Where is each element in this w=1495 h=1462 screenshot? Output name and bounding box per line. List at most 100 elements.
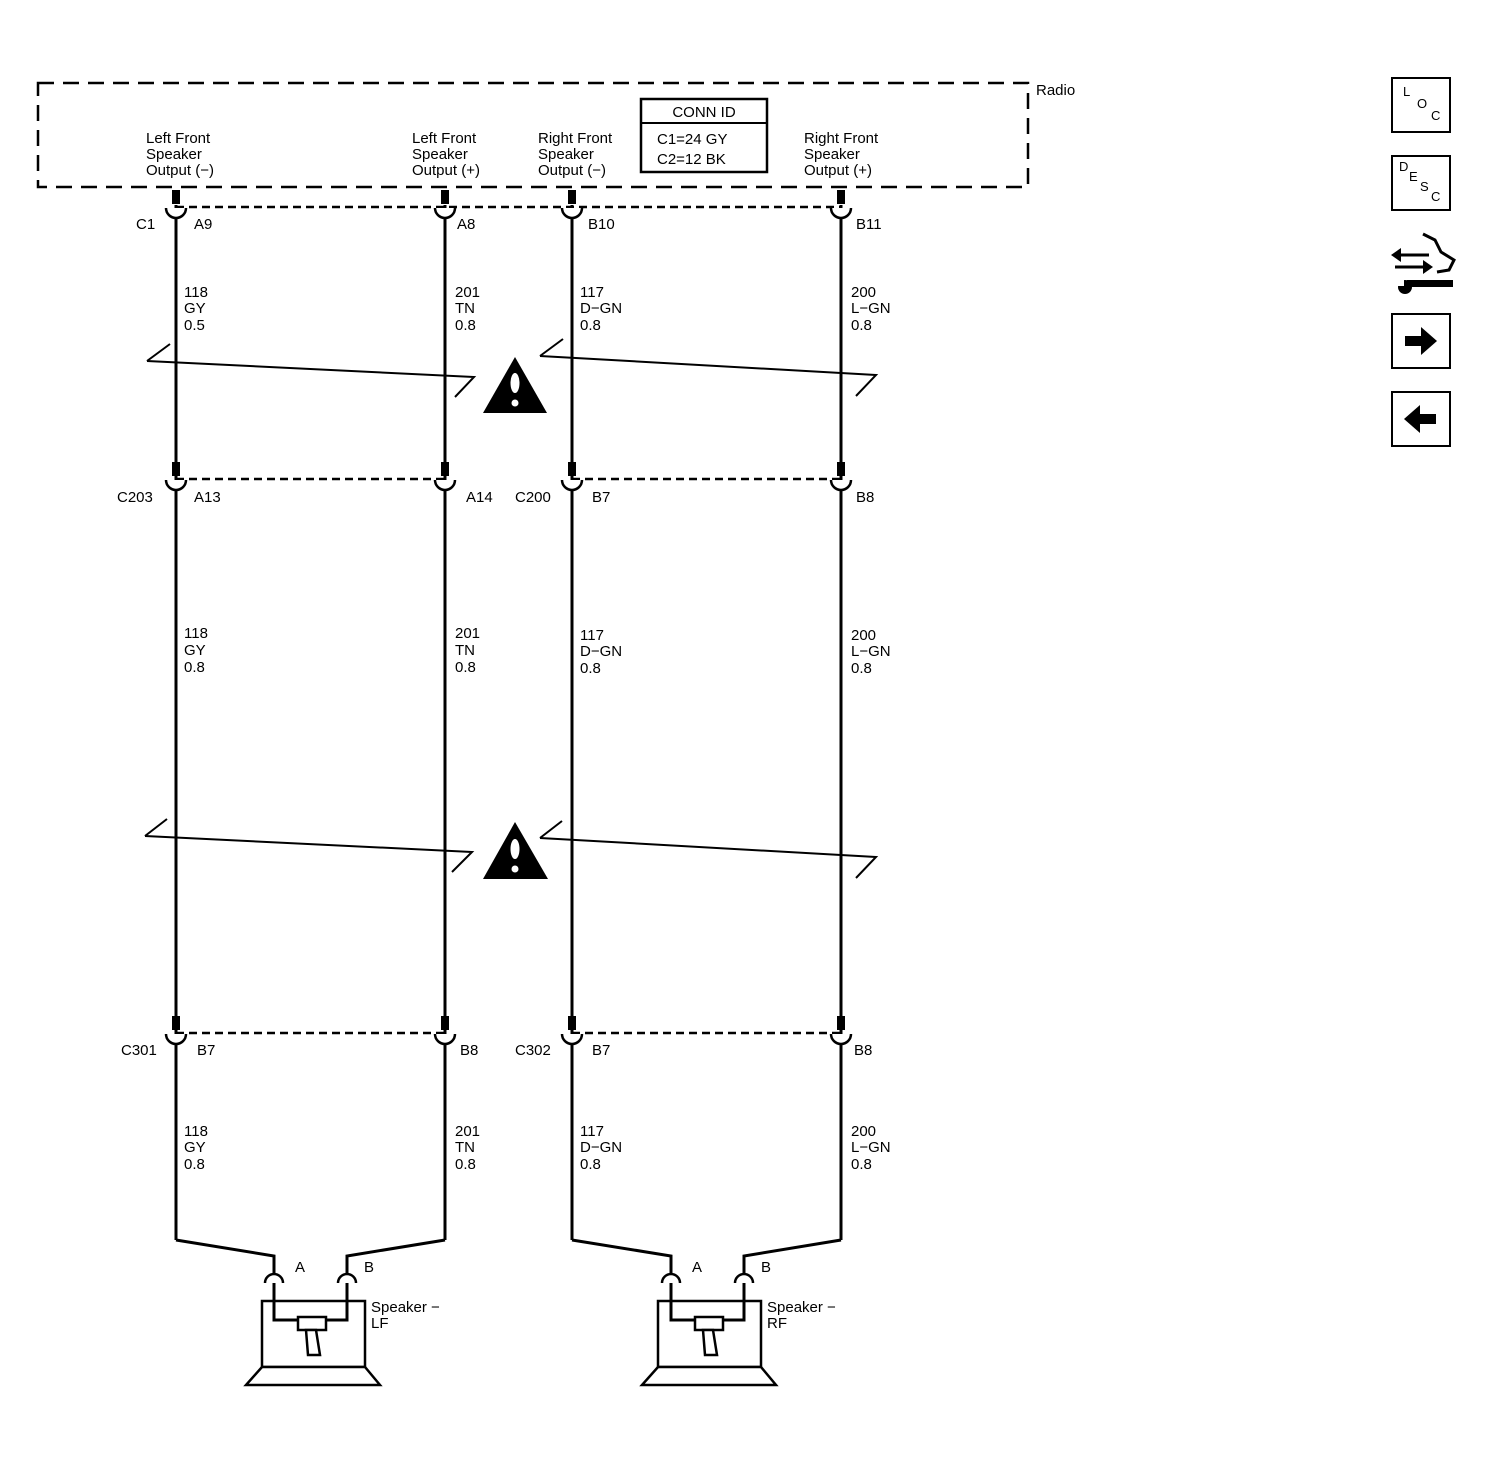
loc-button[interactable]: L O C — [1391, 77, 1451, 133]
svg-text:Speaker: Speaker — [804, 146, 860, 163]
speaker-pin-label: B — [761, 1259, 771, 1276]
pin-label: B7 — [592, 1042, 610, 1059]
svg-text:TN: TN — [455, 300, 475, 317]
connector-c301-c302: C301 B7 B8 C302 B7 B8 — [121, 1016, 872, 1059]
speaker-pin-label: A — [295, 1259, 305, 1276]
pin-label: B11 — [856, 216, 882, 233]
radio-output-rf-minus: Right Front Speaker Output (−) — [538, 130, 613, 179]
radio-output-rf-plus: Right Front Speaker Output (+) — [804, 130, 879, 179]
pin-label: A14 — [466, 489, 493, 506]
conn-id-row-1: C1=24 GY — [657, 131, 727, 148]
desc-button-label: E — [1409, 169, 1418, 184]
speaker-lf-label: Speaker − — [371, 1299, 440, 1316]
svg-text:200: 200 — [851, 284, 876, 301]
svg-text:118: 118 — [184, 284, 208, 301]
svg-text:TN: TN — [455, 1139, 475, 1156]
radio-label: Radio — [1036, 82, 1075, 99]
next-arrow-icon — [1405, 327, 1437, 355]
svg-text:0.8: 0.8 — [455, 659, 476, 676]
speaker-leads — [175, 1238, 842, 1300]
connector-c301-label: C301 — [121, 1042, 157, 1059]
svg-text:0.8: 0.8 — [580, 1156, 601, 1173]
loc-button-label: O — [1417, 96, 1428, 111]
desc-button[interactable]: D E S C — [1391, 155, 1451, 211]
prev-arrow-icon — [1404, 405, 1436, 433]
svg-text:Left Front: Left Front — [146, 130, 211, 147]
connector-c302-label: C302 — [515, 1042, 551, 1059]
twisted-pair-break-symbol — [144, 818, 879, 879]
connector-c203-label: C203 — [117, 489, 153, 506]
pin-label: A13 — [194, 489, 221, 506]
svg-text:200: 200 — [851, 1123, 876, 1140]
svg-text:Output (−): Output (−) — [538, 162, 606, 179]
svg-text:L−GN: L−GN — [851, 643, 891, 660]
connector-c203-c200: C203 A13 A14 C200 B7 B8 — [117, 462, 874, 506]
svg-text:D−GN: D−GN — [580, 300, 622, 317]
loc-button-label: L — [1403, 84, 1411, 99]
speaker-rf: A B Speaker − RF — [639, 1259, 836, 1387]
component-view-icon[interactable] — [1389, 230, 1457, 296]
svg-text:TN: TN — [455, 642, 475, 659]
svg-text:GY: GY — [184, 300, 206, 317]
svg-text:0.8: 0.8 — [851, 1156, 872, 1173]
svg-text:0.8: 0.8 — [184, 659, 205, 676]
pin-label: B8 — [856, 489, 874, 506]
svg-text:0.8: 0.8 — [580, 317, 601, 334]
loc-button-label: C — [1431, 108, 1441, 123]
warning-icon — [483, 822, 548, 879]
pin-label: A9 — [194, 216, 212, 233]
pin-label: B8 — [460, 1042, 478, 1059]
svg-text:Output (−): Output (−) — [146, 162, 214, 179]
svg-text:118: 118 — [184, 1123, 208, 1140]
speaker-rf-label: Speaker − — [767, 1299, 836, 1316]
svg-text:0.8: 0.8 — [851, 317, 872, 334]
svg-text:Speaker: Speaker — [538, 146, 594, 163]
svg-text:200: 200 — [851, 627, 876, 644]
svg-text:0.8: 0.8 — [455, 317, 476, 334]
connector-c1-label: C1 — [136, 216, 155, 233]
svg-text:D−GN: D−GN — [580, 643, 622, 660]
svg-text:118: 118 — [184, 625, 208, 642]
svg-text:Right Front: Right Front — [804, 130, 879, 147]
svg-text:117: 117 — [580, 1123, 604, 1140]
svg-text:GY: GY — [184, 1139, 206, 1156]
svg-text:Speaker: Speaker — [412, 146, 468, 163]
speaker-lf: A B Speaker − LF — [243, 1259, 440, 1387]
svg-text:Left Front: Left Front — [412, 130, 477, 147]
prev-button[interactable] — [1391, 391, 1451, 447]
svg-text:0.8: 0.8 — [851, 660, 872, 677]
wires — [174, 205, 843, 1240]
desc-button-label: D — [1399, 159, 1409, 174]
speaker-pin-label: A — [692, 1259, 702, 1276]
svg-text:L−GN: L−GN — [851, 1139, 891, 1156]
connector-c1: C1 A9 A8 B10 B11 — [136, 190, 882, 233]
speaker-rf-label: RF — [767, 1315, 787, 1332]
svg-text:201: 201 — [455, 625, 480, 642]
pin-label: A8 — [457, 216, 475, 233]
speaker-lf-label: LF — [371, 1315, 389, 1332]
next-button[interactable] — [1391, 313, 1451, 369]
svg-text:0.5: 0.5 — [184, 317, 205, 334]
svg-text:117: 117 — [580, 284, 604, 301]
svg-text:L−GN: L−GN — [851, 300, 891, 317]
svg-text:0.8: 0.8 — [580, 660, 601, 677]
svg-text:201: 201 — [455, 284, 480, 301]
conn-id-table: CONN ID C1=24 GY C2=12 BK — [639, 97, 769, 174]
svg-text:0.8: 0.8 — [455, 1156, 476, 1173]
svg-text:Speaker: Speaker — [146, 146, 202, 163]
pin-label: B7 — [592, 489, 610, 506]
pin-label: B10 — [588, 216, 615, 233]
svg-text:201: 201 — [455, 1123, 480, 1140]
svg-text:D−GN: D−GN — [580, 1139, 622, 1156]
desc-button-label: C — [1431, 189, 1441, 204]
conn-id-row-2: C2=12 BK — [657, 151, 726, 168]
connector-c200-label: C200 — [515, 489, 551, 506]
radio-output-lf-plus: Left Front Speaker Output (+) — [412, 130, 480, 179]
svg-text:Output (+): Output (+) — [804, 162, 872, 179]
svg-text:Right Front: Right Front — [538, 130, 613, 147]
speaker-pin-label: B — [364, 1259, 374, 1276]
